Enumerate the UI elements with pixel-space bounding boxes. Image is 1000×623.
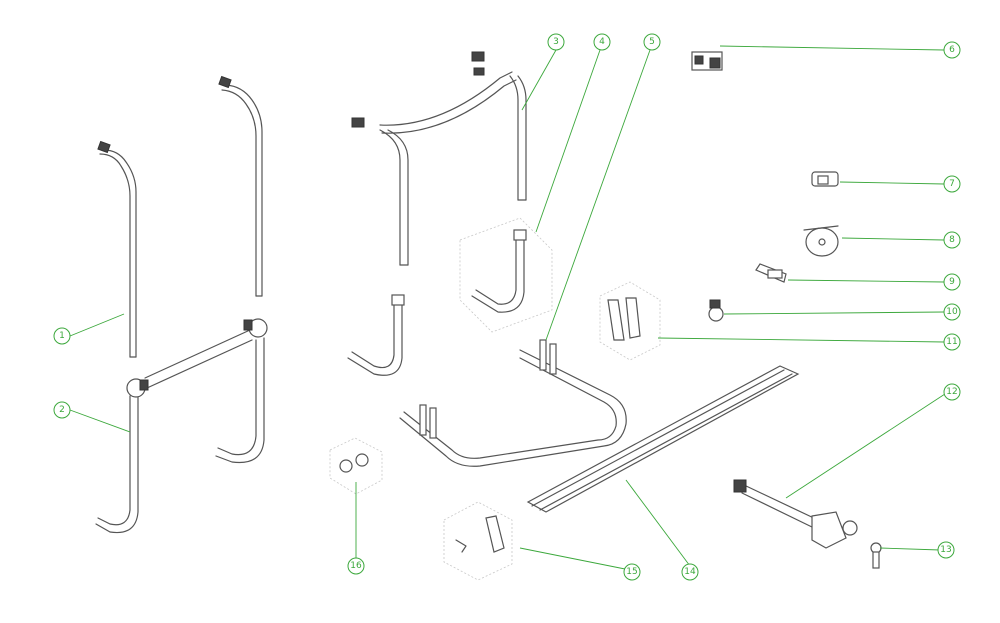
callout-9: 9 (943, 273, 961, 291)
part-5-lower-frame (399, 339, 627, 467)
svg-text:14: 14 (684, 567, 696, 577)
part-8-disc (803, 225, 839, 257)
callout-13: 13 (937, 541, 955, 559)
callout-5: 5 (643, 33, 661, 51)
part-6-clamp (691, 51, 723, 71)
svg-text:15: 15 (626, 567, 637, 577)
callout-10: 10 (943, 303, 961, 321)
svg-text:8: 8 (949, 235, 955, 245)
part-4-short-tube (459, 217, 553, 333)
leader-lines (69, 45, 949, 571)
callout-12: 12 (943, 383, 961, 401)
callout-8: 8 (943, 231, 961, 249)
svg-text:9: 9 (949, 277, 955, 287)
svg-text:12: 12 (946, 387, 957, 397)
callout-7: 7 (943, 175, 961, 193)
part-short-bend-tube (347, 294, 405, 376)
part-14-rail (526, 365, 800, 513)
part-7-cap (811, 171, 839, 187)
svg-text:10: 10 (946, 307, 958, 317)
part-2-lower-frame (95, 318, 268, 534)
callout-11: 11 (943, 333, 961, 351)
part-9-strap (755, 263, 787, 283)
part-1-tube (97, 140, 137, 358)
part-3-upper-frame (351, 51, 527, 266)
svg-text:7: 7 (949, 179, 955, 189)
part-2-upper-tube (218, 75, 263, 297)
callout-2: 2 (53, 401, 71, 419)
callout-3: 3 (547, 33, 565, 51)
part-12-arm (733, 479, 858, 549)
svg-text:11: 11 (946, 337, 957, 347)
callout-15: 15 (623, 563, 641, 581)
svg-text:2: 2 (59, 405, 65, 415)
part-15-handle (443, 501, 513, 581)
svg-text:13: 13 (940, 545, 951, 555)
callout-4: 4 (593, 33, 611, 51)
svg-text:4: 4 (599, 37, 605, 47)
svg-text:6: 6 (949, 45, 955, 55)
callout-14: 14 (681, 563, 699, 581)
callout-6: 6 (943, 41, 961, 59)
part-11-clips (599, 281, 661, 361)
part-13-key (870, 542, 882, 569)
svg-text:16: 16 (350, 561, 362, 571)
callout-1: 1 (53, 327, 71, 345)
svg-text:1: 1 (59, 331, 65, 341)
part-10-knob (708, 299, 724, 322)
svg-text:3: 3 (553, 37, 559, 47)
part-16-caps (329, 437, 383, 495)
callout-16: 16 (347, 557, 365, 575)
svg-text:5: 5 (649, 37, 655, 47)
